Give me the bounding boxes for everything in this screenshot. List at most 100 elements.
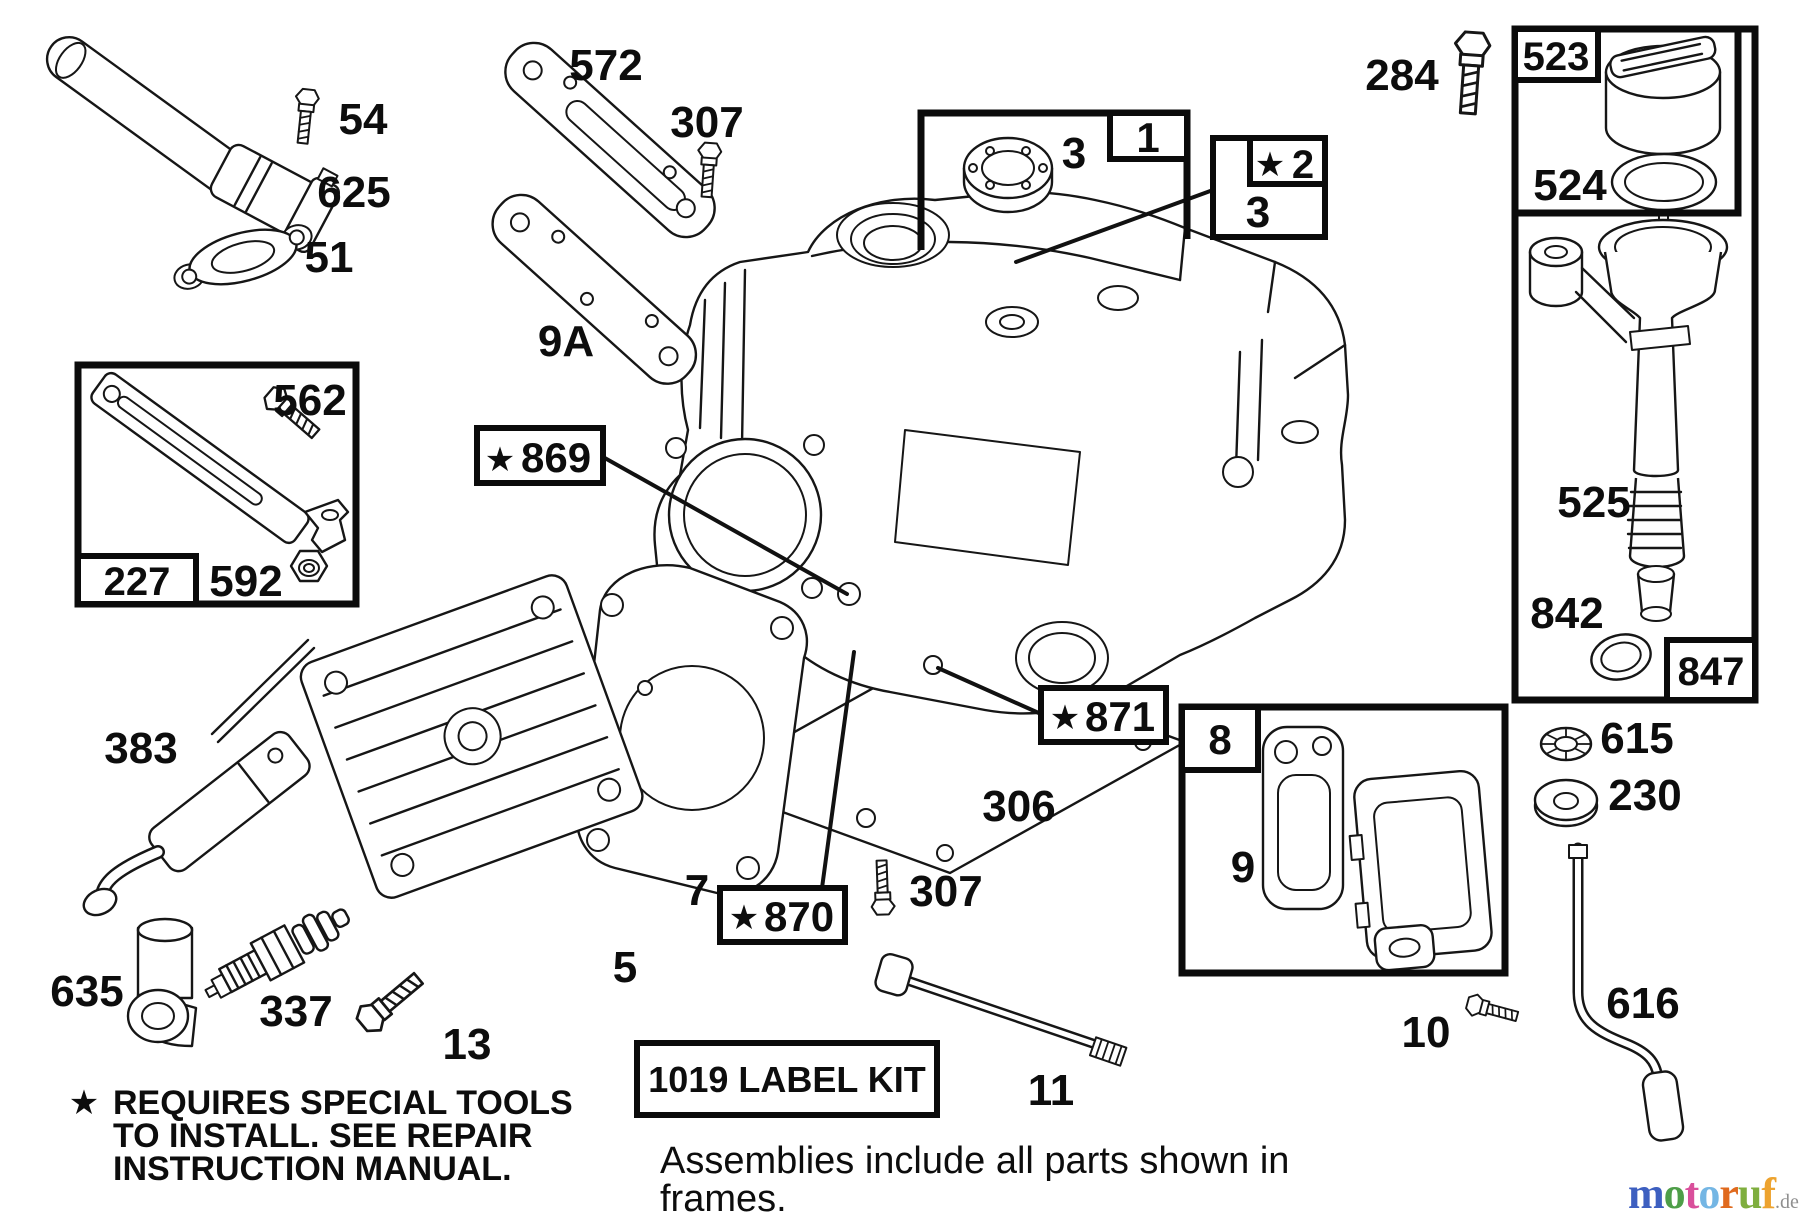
logo-suffix: .de: [1774, 1191, 1799, 1213]
leader-871: [936, 666, 1043, 716]
governor-arm-227: [90, 371, 350, 554]
label-842: 842: [1530, 589, 1603, 638]
label-9a: 9A: [538, 317, 594, 366]
frame-8-label-box: [1179, 704, 1261, 773]
star-icon: ★: [69, 1084, 99, 1122]
leader-2-3: [1014, 188, 1215, 264]
assemblies-note-line2: frames.: [660, 1178, 787, 1220]
label-306: 306: [982, 782, 1055, 831]
spark-plug-337: [204, 908, 350, 999]
bearing-seal-3: [962, 136, 1054, 214]
label-307-top: 307: [670, 98, 743, 147]
logo-letter: f: [1761, 1169, 1776, 1218]
label-869: 869: [521, 434, 591, 481]
star-icon: ★: [485, 441, 515, 479]
breather-tube-625: [45, 36, 341, 254]
gasket-51: [173, 224, 313, 290]
label-616: 616: [1606, 979, 1679, 1028]
leader-869: [601, 455, 849, 596]
breather-tube-383: [82, 638, 316, 917]
label-383: 383: [104, 724, 177, 773]
spark-plug-boot-635: [126, 917, 198, 1048]
label-5: 5: [613, 943, 637, 992]
label-13: 13: [443, 1020, 492, 1069]
gasket-9a: [491, 193, 698, 385]
label-2: 2: [1292, 143, 1314, 187]
drain-tube-616: [1568, 842, 1685, 1142]
assemblies-note-line1: Assemblies include all parts shown in: [660, 1140, 1289, 1182]
bolt-10: [1463, 991, 1521, 1028]
o-ring-842: [1590, 633, 1652, 681]
frame-523-label-box: [1512, 26, 1601, 83]
cylinder-head-5: [299, 574, 644, 899]
frame-1: [917, 109, 1191, 250]
label-kit-text: 1019 LABEL KIT: [648, 1059, 925, 1100]
logo-letter: o: [1663, 1169, 1686, 1218]
motoruf-watermark: motoruf.de: [1628, 1168, 1799, 1220]
head-gasket-7: [575, 564, 809, 896]
label-871: 871: [1085, 693, 1155, 740]
label-11: 11: [1028, 1066, 1075, 1115]
washer-615: [1539, 726, 1593, 762]
label-frame-8: 8: [1208, 716, 1231, 763]
label-615: 615: [1600, 714, 1673, 763]
bolt-307-bottom: [869, 859, 896, 916]
label-frame-523: 523: [1523, 35, 1590, 79]
label-frame-847: 847: [1678, 650, 1745, 694]
label-3-bearing: 3: [1062, 129, 1086, 178]
label-230: 230: [1608, 771, 1681, 820]
box-870: [717, 885, 848, 945]
leader-870: [820, 650, 856, 890]
dipstick-rod-11: [874, 952, 1128, 1067]
logo-letter: u: [1737, 1169, 1763, 1218]
label-3-in-box: 3: [1246, 188, 1270, 237]
logo-letter: r: [1719, 1169, 1739, 1218]
frame-847-label-box: [1664, 637, 1758, 703]
logo-letter: t: [1684, 1169, 1700, 1218]
label-307-bottom: 307: [909, 867, 982, 916]
label-frame-227: 227: [104, 560, 171, 604]
bolt-13: [351, 965, 430, 1039]
label-524: 524: [1533, 161, 1607, 210]
label-kit-box: [634, 1040, 940, 1118]
label-562: 562: [273, 376, 346, 425]
logo-letter: m: [1628, 1169, 1665, 1218]
nut-592: [289, 549, 329, 583]
o-ring-524: [1610, 152, 1718, 212]
label-10: 10: [1402, 1008, 1451, 1057]
label-870: 870: [764, 893, 834, 940]
label-51: 51: [305, 233, 354, 282]
label-9: 9: [1231, 843, 1255, 892]
dipstick-tube-525: [1528, 218, 1729, 622]
cover-plate-572: [504, 41, 716, 239]
frame-523-524: [1511, 25, 1742, 217]
frame-8: [1178, 703, 1509, 977]
label-572: 572: [569, 41, 642, 90]
label-54: 54: [339, 95, 388, 144]
frame-227: [74, 361, 360, 608]
washer-230: [1533, 778, 1599, 828]
box-2: [1247, 135, 1328, 187]
label-625: 625: [317, 168, 390, 217]
box-871: [1038, 685, 1169, 745]
muffler-body: [1348, 769, 1493, 972]
special-tools-note-line3: INSTRUCTION MANUAL.: [113, 1150, 512, 1188]
label-635: 635: [50, 967, 123, 1016]
bolt-54: [290, 87, 321, 146]
special-tools-note-line1: REQUIRES SPECIAL TOOLS: [113, 1084, 573, 1122]
label-337: 337: [259, 987, 332, 1036]
star-icon: ★: [729, 899, 759, 937]
star-icon: ★: [1050, 699, 1080, 737]
special-tools-note-line2: TO INSTALL. SEE REPAIR: [113, 1117, 532, 1155]
star-icon: ★: [1255, 146, 1285, 184]
frame-1-label-box: [1107, 110, 1190, 162]
muffler-gasket-9: [1261, 725, 1345, 911]
label-525: 525: [1557, 478, 1630, 527]
frame-227-label-box: [75, 553, 199, 607]
logo-letter: o: [1698, 1169, 1720, 1218]
label-7: 7: [685, 866, 709, 915]
bolt-284: [1449, 29, 1493, 117]
label-284: 284: [1365, 51, 1439, 100]
